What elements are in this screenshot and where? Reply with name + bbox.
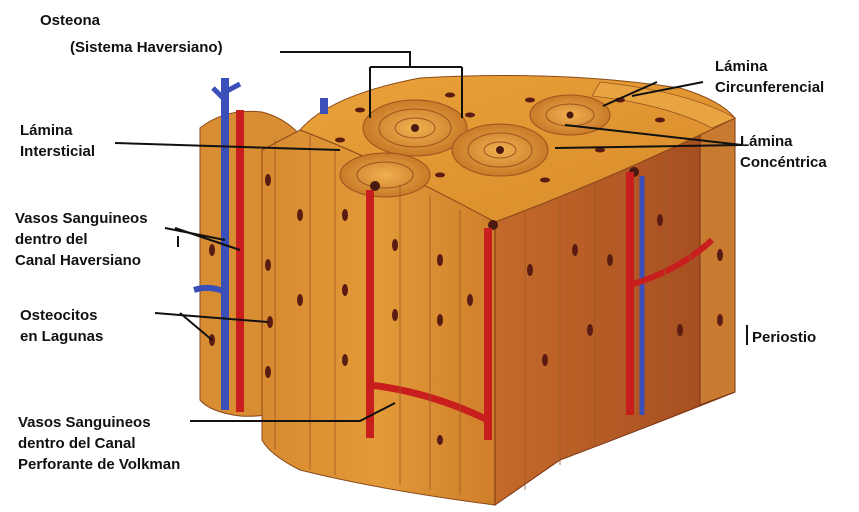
label-osteona: Osteona (40, 10, 100, 31)
label-lamina-intersticial: Lámina Intersticial (20, 120, 95, 162)
label-periostio: Periostio (752, 327, 816, 348)
label-lamina-circunferencial: Lámina Circunferencial (715, 56, 824, 98)
label-lamina-concentrica: Lámina Concéntrica (740, 131, 827, 173)
label-sistema-haversiano: (Sistema Haversiano) (70, 37, 223, 58)
label-osteocitos: Osteocitos en Lagunas (20, 305, 103, 347)
label-vasos-haversiano: Vasos Sanguineos dentro del Canal Havers… (15, 208, 148, 271)
label-vasos-volkman: Vasos Sanguineos dentro del Canal Perfor… (18, 412, 180, 475)
periosteum-strip (700, 118, 735, 405)
